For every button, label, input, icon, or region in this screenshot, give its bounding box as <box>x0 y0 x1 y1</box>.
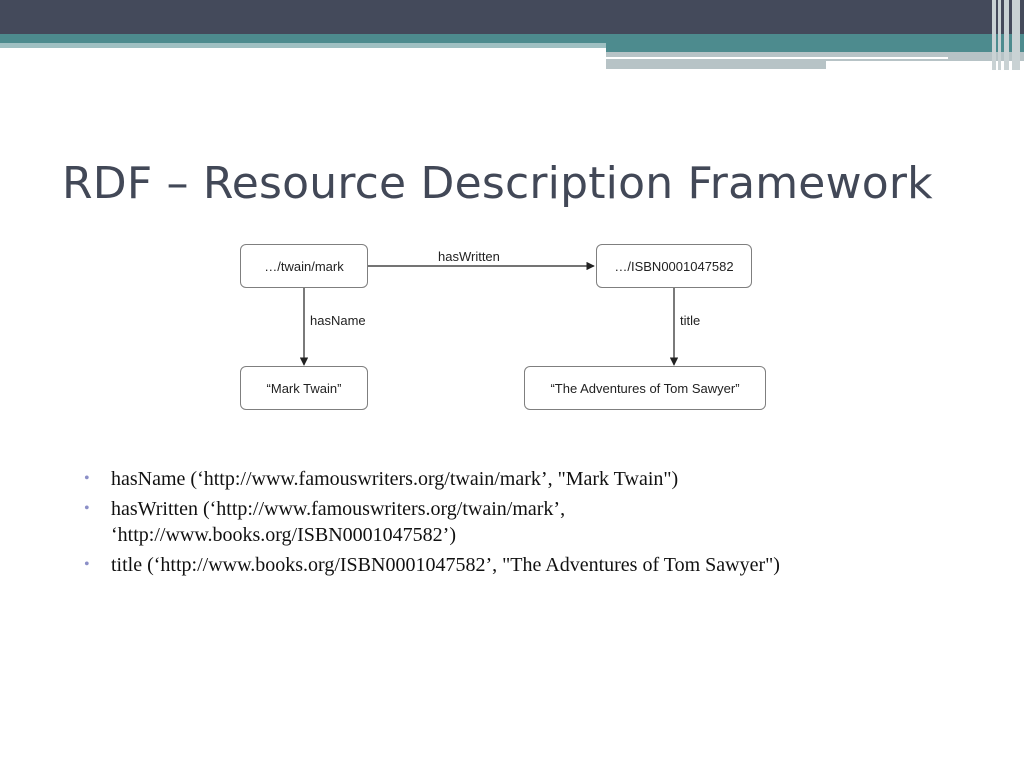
header-right-teal-bar <box>606 34 1024 52</box>
header-decoration <box>0 0 1024 70</box>
edge-label-has-name: hasName <box>310 313 366 328</box>
header-right-white-line <box>606 57 948 59</box>
header-vertical-stripe <box>1004 0 1009 70</box>
slide-title: RDF – Resource Description Framework <box>62 158 933 209</box>
bullet-text-line-1: hasWritten (‘http://www.famouswriters.or… <box>111 498 566 520</box>
edge-label-has-written: hasWritten <box>438 249 500 264</box>
node-literal-tom-sawyer: “The Adventures of Tom Sawyer” <box>524 366 766 410</box>
header-right-gray-line <box>606 61 826 69</box>
bullet-marker: • <box>84 556 90 573</box>
bullet-marker: • <box>84 500 90 517</box>
rdf-graph-diagram: …/twain/mark …/ISBN0001047582 “Mark Twai… <box>230 238 790 420</box>
header-right-gray-bar <box>606 52 1024 61</box>
node-object-isbn: …/ISBN0001047582 <box>596 244 752 288</box>
header-dark-bar <box>0 0 1024 34</box>
bullet-text: hasName (‘http://www.famouswriters.org/t… <box>111 468 679 490</box>
edge-label-title: title <box>680 313 701 328</box>
bullet-item-has-name: • hasName (‘http://www.famouswriters.org… <box>84 466 984 492</box>
node-subject-twain-mark: …/twain/mark <box>240 244 368 288</box>
diagram-edges <box>299 261 679 366</box>
bullet-text: title (‘http://www.books.org/ISBN0001047… <box>111 554 780 576</box>
node-literal-mark-twain: “Mark Twain” <box>240 366 368 410</box>
header-vertical-stripe <box>992 0 996 70</box>
bullet-text-line-2: ‘http://www.books.org/ISBN0001047582’) <box>111 524 456 546</box>
header-teal-light-bar <box>0 43 606 48</box>
header-vertical-stripe <box>1012 0 1020 70</box>
triples-bullet-list: • hasName (‘http://www.famouswriters.org… <box>84 466 984 582</box>
header-teal-bar <box>0 34 606 43</box>
bullet-marker: • <box>84 470 90 487</box>
bullet-item-title: • title (‘http://www.books.org/ISBN00010… <box>84 552 984 578</box>
header-vertical-stripe <box>998 0 1001 70</box>
bullet-item-has-written: • hasWritten (‘http://www.famouswriters.… <box>84 496 984 548</box>
